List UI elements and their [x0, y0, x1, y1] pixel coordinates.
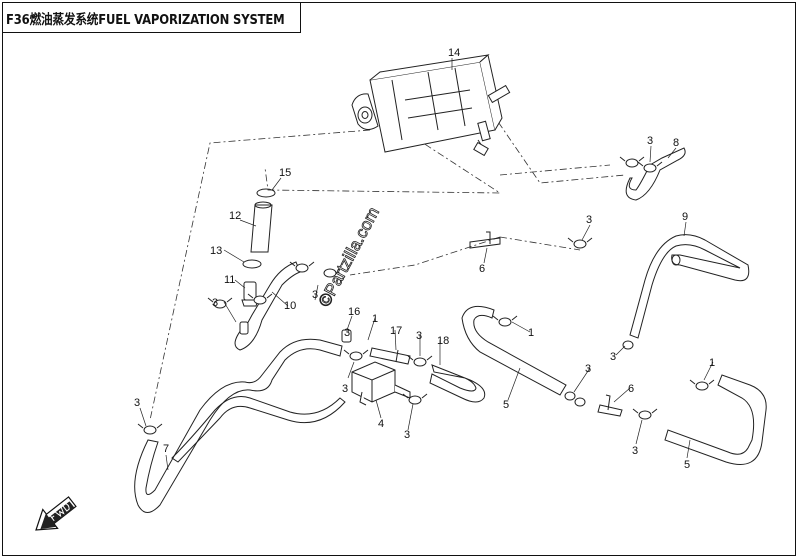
title-box: F36燃油蒸发系统FUEL VAPORIZATION SYSTEM — [3, 3, 301, 33]
filter-part-4[interactable] — [351, 361, 411, 406]
callout-3: 3 — [586, 214, 592, 226]
callout-11: 11 — [224, 274, 235, 286]
part-15[interactable] — [256, 188, 276, 198]
callout-3: 3 — [585, 363, 591, 375]
part-11[interactable] — [239, 281, 259, 335]
callout-5: 5 — [503, 399, 509, 411]
callout-1: 1 — [709, 357, 715, 369]
callout-14: 14 — [448, 47, 460, 59]
callout-3: 3 — [610, 351, 616, 363]
callout-8: 8 — [673, 137, 679, 149]
callout-4: 4 — [378, 418, 384, 430]
callout-3: 3 — [632, 445, 638, 457]
callout-17: 17 — [390, 325, 402, 337]
callout-3: 3 — [212, 297, 218, 309]
callout-1: 1 — [528, 327, 534, 339]
callout-3: 3 — [416, 330, 422, 342]
callout-16: 16 — [348, 306, 360, 318]
callout-numbers: 14 3 8 15 12 3 9 13 6 11 10 3 3 3 16 1 1… — [134, 47, 715, 471]
hose-part-7[interactable] — [134, 338, 346, 513]
callout-3: 3 — [344, 327, 350, 339]
callout-1: 1 — [372, 313, 378, 325]
callout-3: 3 — [312, 289, 318, 301]
hose-part-12[interactable] — [250, 201, 273, 253]
callout-3: 3 — [134, 397, 140, 409]
hose-part-5-right[interactable] — [664, 374, 767, 465]
hose-part-8[interactable] — [625, 147, 686, 201]
hose-part-18[interactable] — [429, 364, 486, 403]
callout-18: 18 — [437, 335, 449, 347]
callout-15: 15 — [279, 167, 291, 179]
tee-fitting-part-6-upper[interactable] — [469, 231, 501, 249]
hose-clamps[interactable] — [137, 156, 715, 435]
canister-part-14[interactable] — [351, 54, 511, 157]
callout-3: 3 — [647, 135, 653, 147]
hose-part-10[interactable] — [234, 261, 301, 351]
callout-12: 12 — [229, 210, 241, 222]
callout-6: 6 — [628, 383, 634, 395]
callout-7: 7 — [163, 443, 169, 455]
part-16[interactable] — [341, 329, 352, 343]
diagram-title: F36燃油蒸发系统FUEL VAPORIZATION SYSTEM — [6, 11, 285, 28]
callout-10: 10 — [284, 300, 296, 312]
hose-part-5-center[interactable] — [461, 305, 567, 396]
watermark: ©Partzilla.com — [315, 204, 383, 310]
hose-part-9[interactable] — [629, 234, 750, 339]
callout-3: 3 — [404, 429, 410, 441]
callout-3: 3 — [342, 383, 348, 395]
callout-5: 5 — [684, 459, 690, 471]
leader-lines — [139, 58, 714, 471]
tee-fitting-part-6-lower[interactable] — [597, 394, 623, 417]
callout-9: 9 — [682, 211, 688, 223]
callout-6: 6 — [479, 263, 485, 275]
part-13[interactable] — [242, 259, 262, 269]
connector-part-17[interactable] — [369, 347, 411, 365]
fwd-arrow-icon — [35, 496, 77, 531]
callout-13: 13 — [210, 245, 222, 257]
routing-lines — [149, 109, 626, 421]
